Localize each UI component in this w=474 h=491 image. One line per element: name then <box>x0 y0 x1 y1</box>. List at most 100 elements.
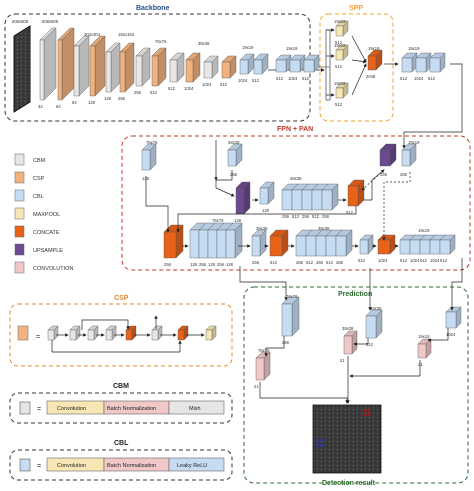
fpn-stack19-ch: 1024 <box>430 258 440 263</box>
csp-block <box>125 325 137 341</box>
spp-after-cbl <box>401 52 418 73</box>
backbone-slab <box>221 55 237 79</box>
fpn-ch: 512 <box>270 260 278 265</box>
legend-swatch-maxpool <box>14 207 25 220</box>
fpn-ch: 256 <box>400 172 408 177</box>
fpn-ch: 512 <box>358 258 366 263</box>
csp-equals: = <box>36 334 40 341</box>
csp-block <box>151 325 163 341</box>
backbone-slab <box>185 52 201 83</box>
fpn-dim: 19x19 <box>408 140 420 145</box>
backbone-slab <box>169 52 185 83</box>
backbone-slab <box>239 53 255 75</box>
prediction-frame <box>243 286 469 484</box>
fpn-concat-76 <box>163 224 184 259</box>
fpn-stack76-ch: 256 <box>199 262 207 267</box>
fpn-link <box>145 176 170 233</box>
fpn-stack38-ch: 256 <box>316 260 324 265</box>
csp-frame <box>9 303 233 367</box>
post-backbone-dim: 19x19 <box>286 46 298 51</box>
csp-title: CSP <box>114 295 129 302</box>
backbone-channel-label: 512 <box>220 82 228 87</box>
pred-conv-38 <box>343 330 358 355</box>
input-image <box>13 25 31 113</box>
pred-dim: 19x19 <box>418 334 430 339</box>
cbl-relu-label: Leaky ReLU <box>177 463 207 469</box>
csp-block <box>87 325 99 341</box>
fpn-stack38-ch: 256 <box>336 260 344 265</box>
backbone-slab <box>253 53 269 75</box>
backbone-slab <box>39 27 57 101</box>
spp-blocks: 19x1951219x1951219x1951219x19204819x1951… <box>325 19 463 149</box>
fpn-stack19-ch: 512 <box>400 258 408 263</box>
spp-after-cbl <box>415 52 432 73</box>
csp-diagram <box>17 315 217 353</box>
pred-link <box>349 360 421 378</box>
backbone-channel-label: 1024 <box>184 86 194 91</box>
legend-label-csp: CSP <box>33 176 45 182</box>
spp-channel: 512 <box>335 40 343 45</box>
fpn-cbl-76 <box>141 143 157 171</box>
spp-after-ch: 512 <box>400 76 408 81</box>
pred-ch: 256 <box>282 340 290 345</box>
fpn-frame <box>121 135 471 271</box>
fpn-dim: 76x76 <box>146 140 158 145</box>
fpn-link <box>364 169 385 201</box>
legend-label-cbl: CBL <box>33 194 44 200</box>
spp-merge-arrow <box>351 59 367 64</box>
fpn-cbl-pan19 <box>359 234 374 255</box>
fpn-stack76-ch: 256 <box>217 262 225 267</box>
cbm-mish-block <box>168 400 225 415</box>
prediction-blocks: 76x7625676x762138x3851238x3821102419x192… <box>239 258 463 404</box>
fpn-cbl-38 <box>227 143 243 167</box>
cbm-title: CBM <box>113 383 129 390</box>
spp-frame <box>319 13 394 122</box>
backbone-channel-label: 64 <box>56 104 61 109</box>
fpn-ch: 1024 <box>378 258 388 263</box>
dim2-label: 608x608 <box>42 19 59 24</box>
cbl-icon <box>19 458 31 472</box>
detection-image <box>312 404 382 474</box>
backbone-slab <box>119 42 135 93</box>
spp-maxpool <box>335 20 349 37</box>
fpn-ch: 512 <box>346 210 354 215</box>
legend-label-cbm: CBM <box>33 158 46 164</box>
fpn-stack38-ch: 512 <box>326 260 334 265</box>
fpn-stack76-ch: 128 <box>190 262 198 267</box>
dim4-label: 152x152 <box>118 32 135 37</box>
post-backbone-cbl <box>303 54 320 73</box>
fpn-stack-ch: 512 <box>292 214 300 219</box>
backbone-channel-label: 256 <box>134 90 142 95</box>
spp-maxpool <box>335 44 349 61</box>
cbm-diagram: = Convolution Batch Normalization Mish <box>19 400 225 415</box>
spp-concat-dim: 19x19 <box>368 46 380 51</box>
fpn-stack38-ch: 256 <box>296 260 304 265</box>
legend-swatch-cbl <box>14 189 25 202</box>
pred-conv-19 <box>417 338 432 359</box>
dim3-label: 304x304 <box>84 32 101 37</box>
spp-after-ch: 512 <box>428 76 436 81</box>
pred-link <box>239 266 288 301</box>
fpn-upsample-top <box>379 143 397 167</box>
fpn-stack19-ch: 512 <box>440 258 448 263</box>
spp-concat-ch: 2048 <box>366 74 376 79</box>
csp-skip <box>51 340 182 353</box>
legend-label-upsample: UPSAMPLE <box>33 248 63 254</box>
pred-dim: 76x76 <box>258 348 270 353</box>
spp-dim: 19x19 <box>334 43 346 48</box>
fpn-cbl-stack <box>321 183 339 211</box>
spp-merge-arrow <box>351 63 367 96</box>
pred-dim: 38x38 <box>342 326 354 331</box>
post-backbone-cbl <box>275 54 292 73</box>
cbl-diagram: = Convolution Batch Normalization Leaky … <box>19 457 225 472</box>
csp-block <box>177 325 189 341</box>
pred-ch: 21 <box>254 384 259 389</box>
backbone-blocks: 608x608 608x608 304x304 152x152 76x76 38… <box>12 19 269 113</box>
pred-conv-76 <box>255 351 271 381</box>
cbm-icon <box>19 401 31 415</box>
pred-dim: 38x38 <box>370 306 382 311</box>
backbone-slab <box>135 47 151 87</box>
spp-channel: 512 <box>335 102 343 107</box>
csp-block <box>205 325 217 341</box>
